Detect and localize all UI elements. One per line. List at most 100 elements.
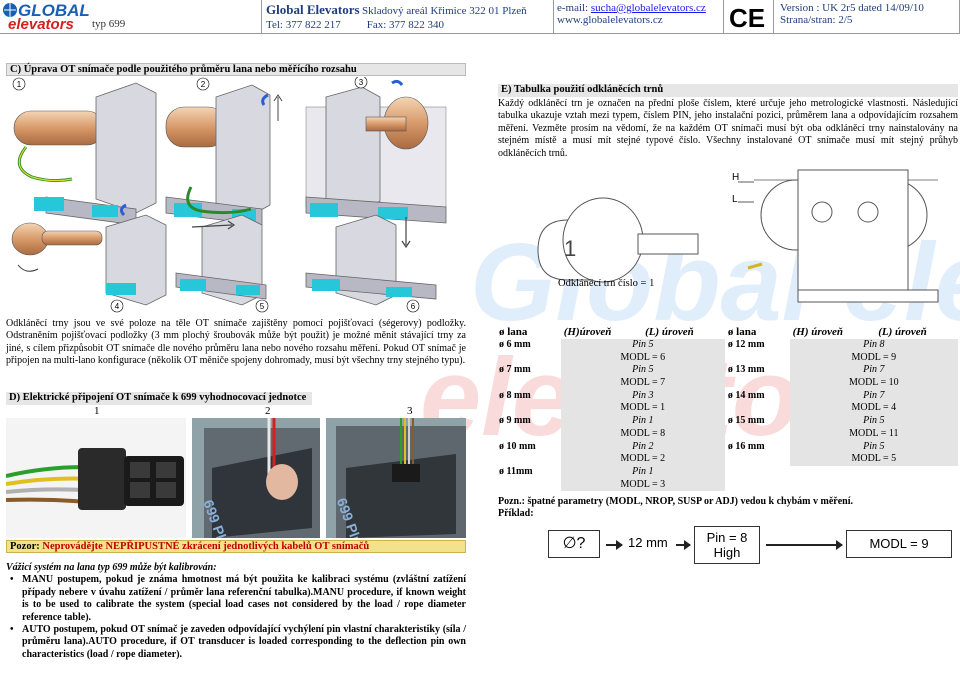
step-number-3: 3 [359, 78, 364, 87]
logo-word-elevators: elevators [8, 16, 74, 33]
connector-photo-3: 699 Plus [326, 418, 466, 538]
connector-photos: 699 Plus 699 Plus [6, 418, 466, 538]
globe-icon [3, 3, 17, 17]
step-3-illustration [305, 79, 447, 224]
table-cell: ø 15 mm [727, 415, 765, 427]
warning-text: Neprovádějte NEPŘIPUSTNÉ zkrácení jednot… [42, 541, 370, 552]
company-address: Skladový areál Křimice 322 01 Plzeň [362, 5, 527, 17]
calibration-list: MANU postupem, pokud je známa hmotnost m… [6, 574, 466, 661]
table-cell: MODL = 9 [789, 351, 958, 365]
table-cell: ø 16 mm [727, 440, 765, 452]
table-cell: ø 13 mm [727, 364, 765, 376]
website-link[interactable]: www.globalelevators.cz [557, 14, 663, 26]
label-h-level: H [732, 172, 739, 183]
svg-text:CE: CE [729, 3, 765, 33]
example-diagram: ∅? 12 mm Pin = 8 High MODL = 9 [498, 522, 958, 572]
pin-replacement-figure: 1 2 3 4 5 6 [11, 77, 447, 313]
note: Pozn.: špatné parametry (MODL, NROP, SUS… [498, 496, 958, 521]
transducer-drawing: H L [732, 169, 939, 303]
calibration-item-auto: AUTO postupem, pokud OT snímač je zavede… [6, 624, 466, 661]
warning-label: Pozor: [10, 541, 43, 552]
table-row: MODL = 2 MODL = 5 [496, 452, 958, 466]
table-cell: Pin 7 [789, 389, 958, 403]
step-5-illustration [175, 214, 267, 306]
table-cell: ø 10 mm [499, 440, 536, 452]
table-cell: Pin 5 [560, 364, 725, 377]
table-cell: MODL = 4 [789, 402, 958, 415]
step-number-6: 6 [411, 302, 416, 311]
arrow-icon [766, 540, 843, 550]
header-l-level-1: (L) úroveň [645, 326, 694, 339]
table-cell: Pin 5 [560, 338, 725, 352]
photo-number-3: 3 [407, 405, 413, 417]
table-cell: MODL = 10 [789, 376, 958, 390]
example-label: Příklad: [498, 508, 534, 520]
table-row: MODL = 7 MODL = 10 [496, 376, 958, 390]
connector-photo-2: 699 Plus [192, 418, 320, 538]
table-cell: MODL = 2 [560, 452, 725, 466]
step-1-illustration [13, 82, 157, 226]
table-cell: MODL = 3 [560, 478, 725, 491]
table-cell: Pin 5 [789, 440, 958, 453]
table-cell: Pin 3 [560, 389, 725, 403]
model-label: typ 699 [92, 18, 126, 30]
calibration-item-manu: MANU postupem, pokud je známa hmotnost m… [6, 574, 466, 624]
header-h-level-1: (H)úroveň [563, 326, 612, 339]
table-cell: Pin 1 [560, 465, 725, 479]
section-c-title: C) Úprava OT snímače podle použitého prů… [6, 63, 466, 76]
company-info: Global Elevators Skladový areál Křimice … [262, 0, 554, 34]
calibration-intro: Vážicí systém na lana typ 699 může být k… [6, 562, 217, 573]
header-h-level-2: (H) úroveň [792, 326, 844, 339]
figure-caption: Odkláněcí trn číslo = 1 [558, 278, 654, 289]
step-number-1: 1 [17, 80, 22, 89]
version-info: Version : UK 2r5 dated 14/09/10 Strana/s… [774, 0, 960, 34]
warning-banner: Pozor: Neprovádějte NEPŘIPUSTNÉ zkrácení… [6, 540, 466, 553]
table-cell: Pin 5 [789, 414, 958, 428]
company-name: Global Elevators [266, 2, 360, 17]
calibration-info: Vážicí systém na lana typ 699 může být k… [6, 562, 466, 661]
table-cell: ø 6 mm [499, 339, 531, 351]
photo-number-2: 2 [265, 405, 271, 417]
section-e-paragraph: Každý odkláněcí trn je označen na přední… [498, 98, 958, 159]
arrow-icon [676, 540, 691, 550]
table-cell: MODL = 5 [789, 452, 958, 466]
pin-number-mark: 1 [564, 236, 576, 261]
table-cell: ø 7 mm [499, 364, 531, 376]
email-label: e-mail: [557, 2, 591, 14]
example-diameter: 12 mm [628, 535, 668, 550]
page-header: GLOBAL elevators typ 699 Global Elevator… [0, 0, 960, 34]
step-6-illustration [305, 214, 437, 306]
phone: Tel: 377 822 217 [266, 19, 341, 31]
table-cell: Pin 7 [789, 364, 958, 377]
table-cell: MODL = 11 [789, 427, 958, 441]
table-cell: MODL = 7 [560, 376, 725, 390]
example-query-box: ∅? [548, 530, 600, 558]
section-e-title: E) Tabulka použití odkláněcích trnů [498, 84, 958, 97]
example-pin-box: Pin = 8 High [694, 526, 760, 564]
email-link[interactable]: sucha@globalelevators.cz [590, 2, 706, 14]
table-cell: ø 8 mm [499, 389, 531, 401]
section-d-title: D) Elektrické připojení OT snímače k 699… [6, 392, 312, 405]
pin-position-figure: 1 H L Odkláněcí trn číslo = 1 [537, 169, 939, 303]
photo-number-1: 1 [94, 405, 100, 417]
fax: Fax: 377 822 340 [366, 19, 445, 31]
logo-word-global: GLOBAL [18, 1, 90, 20]
step-number-5: 5 [260, 302, 265, 311]
table-row: MODL = 3 [496, 478, 958, 491]
pin-drawing: 1 [537, 197, 763, 283]
section-c-paragraph: Odkláněcí trny jsou ve své poloze na těl… [6, 318, 466, 367]
page-number: Strana/stran: 2/5 [780, 14, 853, 26]
table-cell: ø 9 mm [499, 415, 531, 427]
note-text: Pozn.: špatné parametry (MODL, NROP, SUS… [498, 496, 853, 507]
logo: GLOBAL elevators typ 699 [0, 0, 262, 34]
arrow-icon [606, 540, 623, 550]
step-number-4: 4 [115, 302, 120, 311]
table-cell: Pin 1 [560, 414, 725, 428]
table-cell: ø 14 mm [727, 389, 765, 401]
